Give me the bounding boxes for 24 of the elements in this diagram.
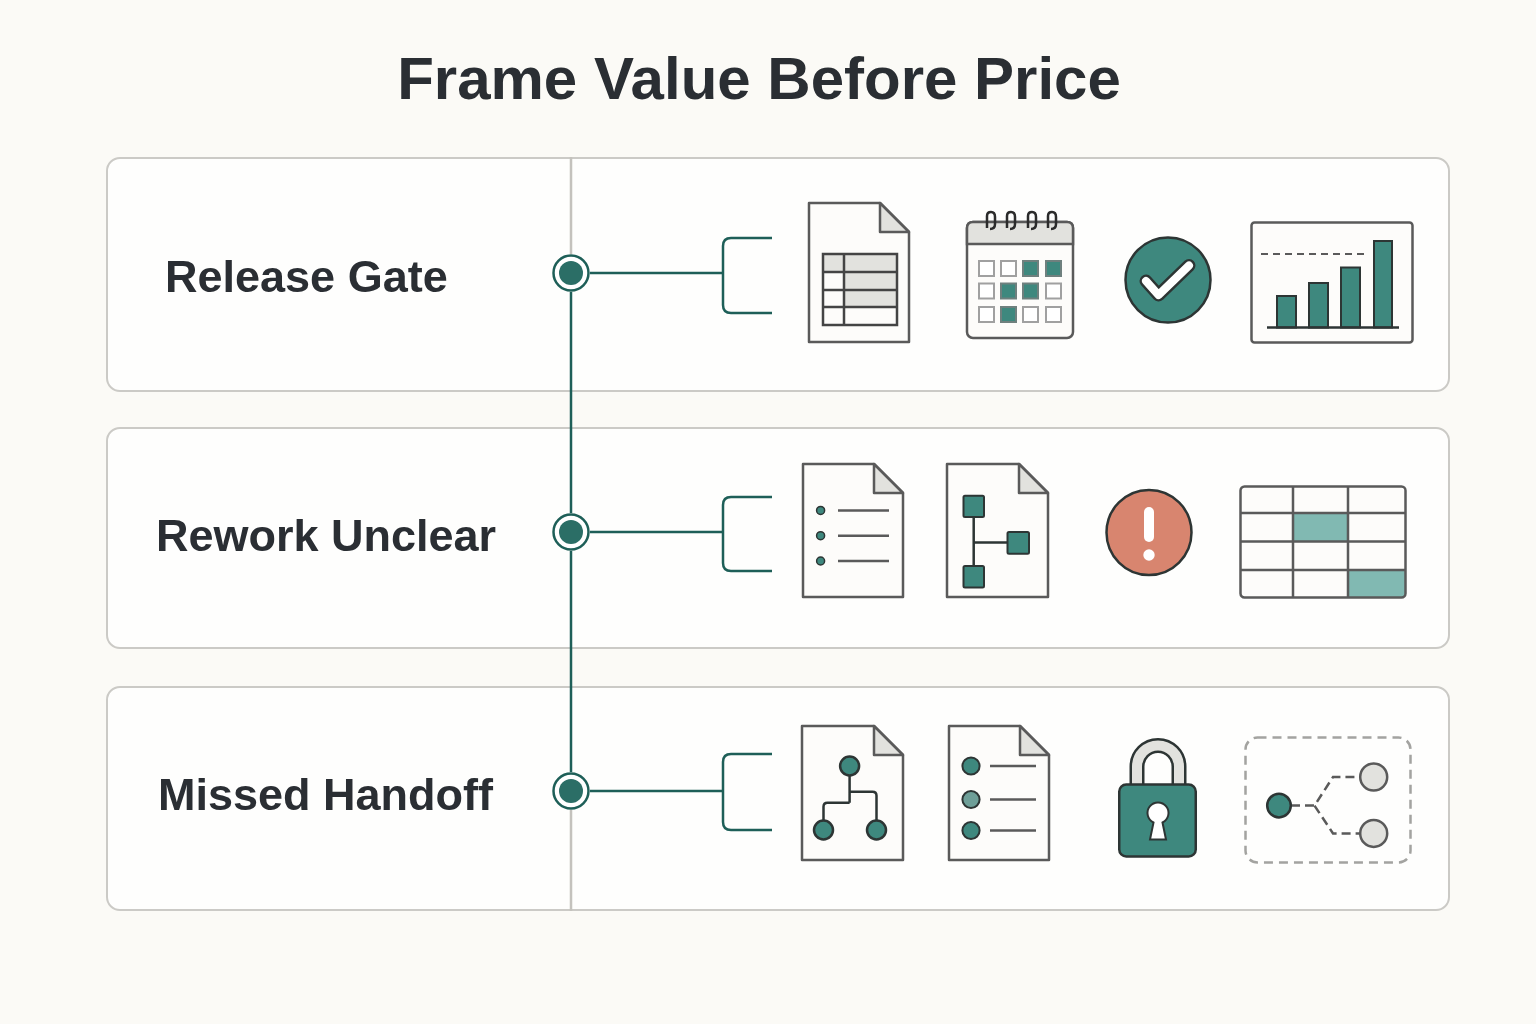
timeline-dot <box>552 513 590 551</box>
lock-icon <box>1118 738 1197 858</box>
timeline-dot <box>552 772 590 810</box>
bar-chart-icon <box>1250 221 1414 344</box>
row-panel <box>106 427 1450 649</box>
calendar-icon <box>965 210 1075 340</box>
row-panel <box>106 686 1450 911</box>
alert-icon <box>1105 488 1193 577</box>
row-label: Missed Handoff <box>158 772 494 817</box>
list-document-icon <box>801 462 905 599</box>
table-icon <box>1239 485 1407 599</box>
checkmark-icon <box>1124 236 1212 324</box>
tree-document-icon <box>800 724 905 862</box>
timeline-dot <box>552 254 590 292</box>
table-document-icon <box>807 201 911 344</box>
list-document-icon <box>947 724 1051 862</box>
row-panel <box>106 157 1450 392</box>
branch-diagram-icon <box>1244 736 1412 864</box>
title: Frame Value Before Price <box>397 49 1121 109</box>
timeline-line <box>569 551 573 772</box>
row-label: Release Gate <box>165 254 448 299</box>
timeline-line <box>569 292 573 513</box>
flowchart-document-icon <box>945 462 1050 599</box>
row-label: Rework Unclear <box>156 513 497 558</box>
